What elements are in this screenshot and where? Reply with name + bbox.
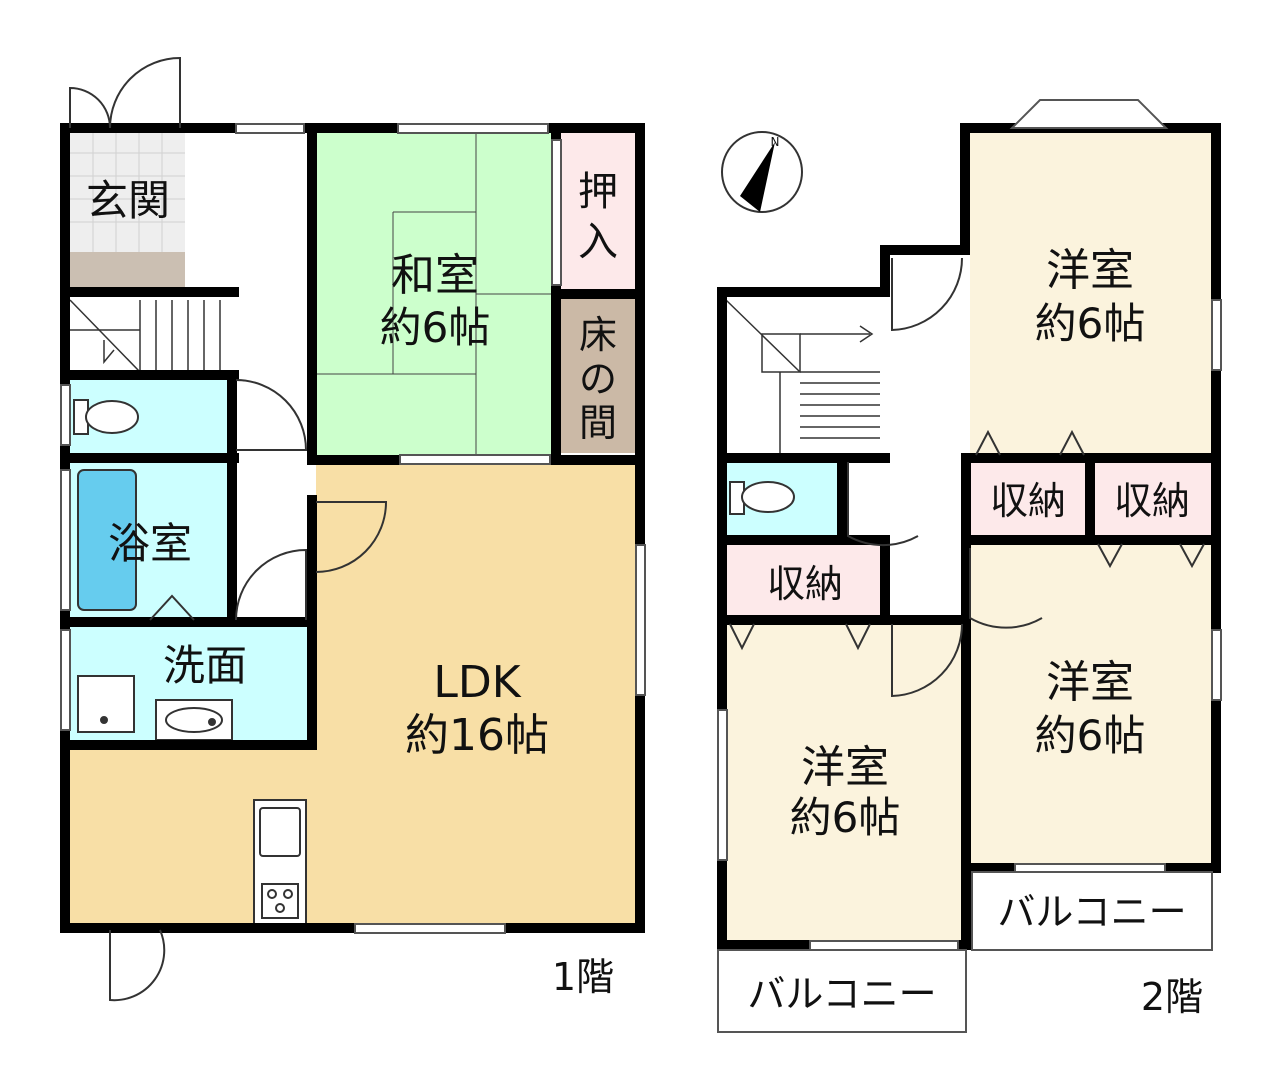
oshiire-floor [560,132,635,290]
floor-1 [60,56,646,1002]
label-senmen: 洗面 [163,641,247,690]
yoshitsu-right-floor [970,545,1212,865]
label-floor-1: 1階 [552,955,614,999]
label-washitsu: 和室 [391,250,479,301]
label-shuno-b: 収納 [1114,479,1190,523]
doors-1f [69,56,388,1002]
label-tokonoma-2: の [579,357,617,401]
shuno-b-floor [1094,462,1212,540]
genkan-tile [70,130,185,252]
label-ldk-size: 約16帖 [405,710,549,761]
yoshitsu-left-floor [726,622,962,940]
compass-north-label: N [771,135,780,149]
shuno-a-floor [970,462,1086,540]
shuno-c-floor [726,545,880,617]
label-tokonoma-1: 床 [579,313,617,357]
sink-icon [155,699,233,741]
label-washitsu-size: 約6帖 [380,303,491,352]
stairs-2f [725,299,880,455]
windows-2f [717,99,1222,951]
label-ldk: LDK [433,657,521,708]
label-yokushitsu: 浴室 [108,519,192,568]
label-yoshitsu-top: 洋室 [1046,245,1134,296]
toilet-2f-icon [729,481,795,515]
balconies [717,871,1213,1033]
label-oshiire-2: 入 [578,219,618,265]
floor-2 [717,99,1222,1033]
washer-icon [77,675,135,733]
genkan-tile-grid [70,130,185,252]
tokonoma-floor [560,298,635,453]
bathtub [77,469,137,611]
label-floor-2: 2階 [1141,975,1203,1019]
toilet-1f-icon [73,399,139,435]
windows-1f [60,123,646,934]
label-tokonoma-3: 間 [579,401,617,445]
doors-2f [729,257,1205,698]
label-balcony-right: バルコニー [997,890,1186,934]
compass: N [721,131,803,213]
tatami-lines [316,132,554,457]
label-shuno-c: 収納 [767,562,843,606]
label-yoshitsu-right-size: 約6帖 [1035,711,1146,760]
label-balcony-bottom: バルコニー [747,972,936,1016]
label-shuno-a: 収納 [990,479,1066,523]
ldk-floor [316,460,636,925]
label-yoshitsu-left: 洋室 [801,742,889,793]
label-yoshitsu-top-size: 約6帖 [1035,299,1146,348]
kitchen-counter [253,799,307,926]
label-oshiire-1: 押 [578,169,618,215]
label-yoshitsu-right: 洋室 [1046,657,1134,708]
genkan-step [70,252,185,289]
stairs-1f [69,296,230,373]
label-genkan: 玄関 [86,176,170,225]
yoshitsu-top-floor [970,130,1212,460]
label-yoshitsu-left-size: 約6帖 [790,793,901,842]
